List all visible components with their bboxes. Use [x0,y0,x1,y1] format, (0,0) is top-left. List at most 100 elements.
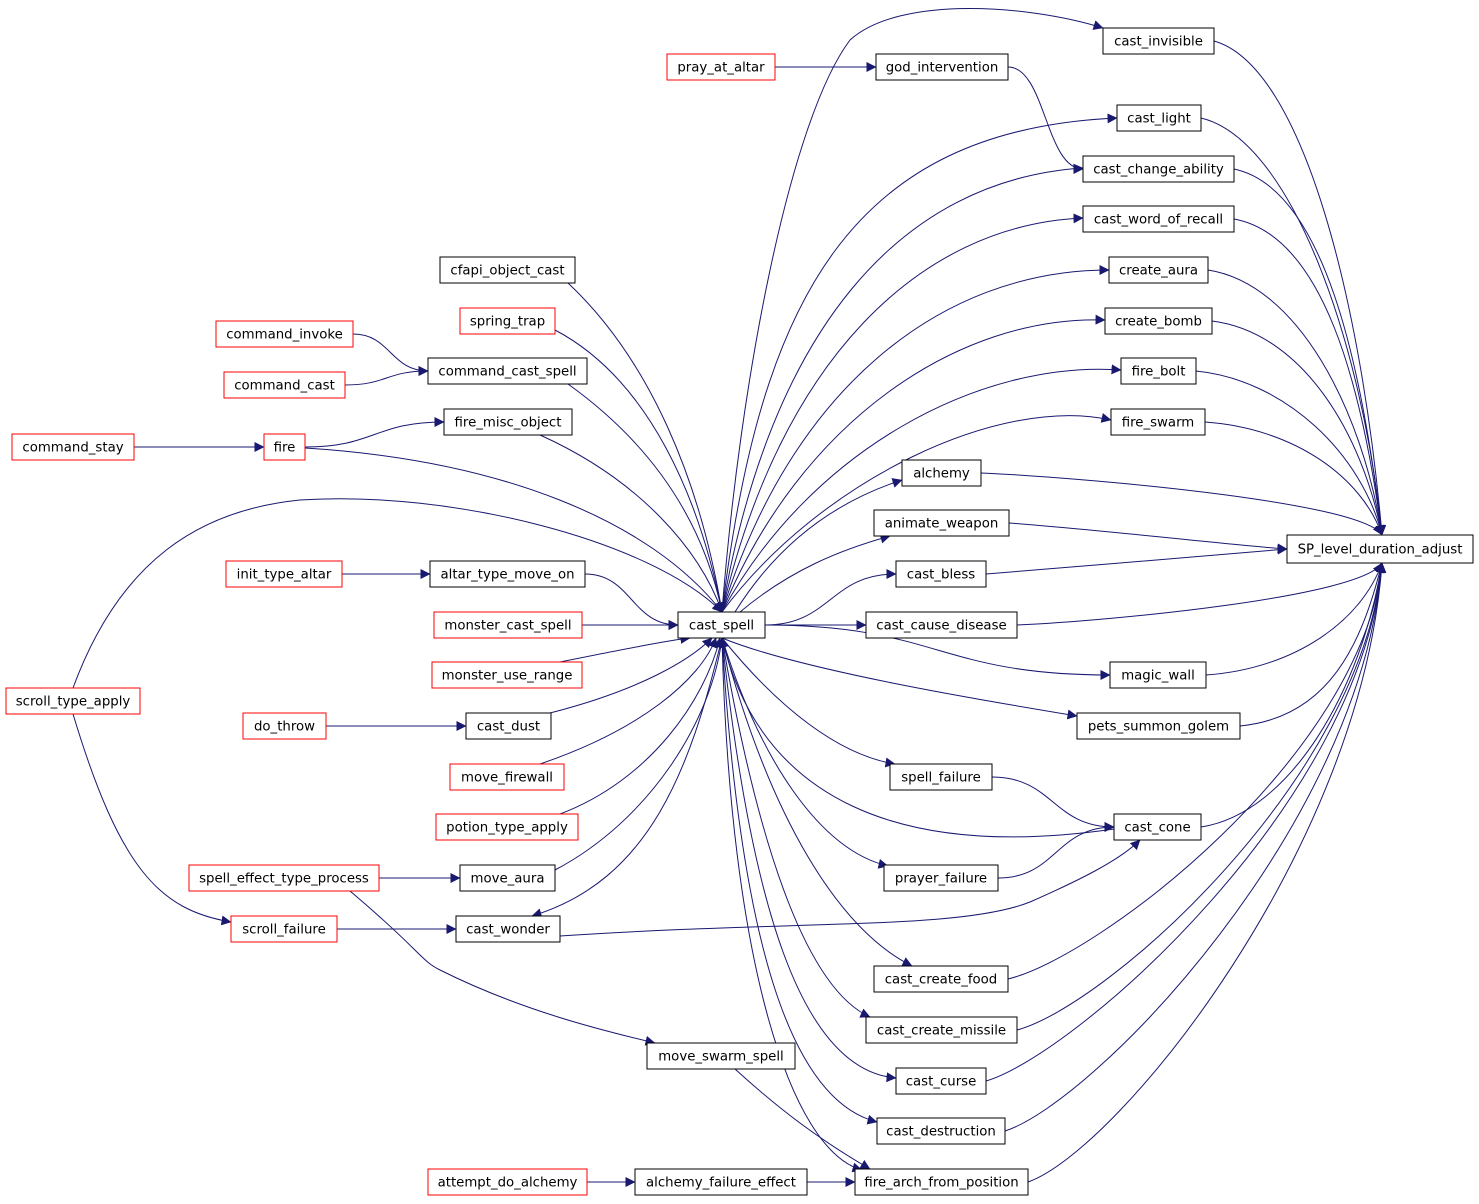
node-pets_summon_golem[interactable]: pets_summon_golem [1076,712,1241,740]
node-box-scroll_type_apply[interactable] [5,687,141,715]
node-box-cast_change_ability[interactable] [1082,155,1235,183]
node-command_cast[interactable]: command_cast [223,371,346,399]
node-scroll_failure[interactable]: scroll_failure [230,915,338,943]
node-box-create_aura[interactable] [1108,256,1209,284]
node-box-create_bomb[interactable] [1104,307,1213,335]
node-move_swarm_spell[interactable]: move_swarm_spell [646,1042,796,1070]
node-box-spell_failure[interactable] [889,763,993,791]
node-box-potion_type_apply[interactable] [435,813,579,841]
node-box-cast_bless[interactable] [895,560,987,588]
node-box-cfapi_object_cast[interactable] [439,256,576,284]
node-box-move_aura[interactable] [459,864,556,892]
node-move_firewall[interactable]: move_firewall [449,763,565,791]
node-box-fire_misc_object[interactable] [443,408,573,436]
node-box-do_throw[interactable] [242,712,327,740]
node-box-monster_cast_spell[interactable] [433,611,583,639]
node-animate_weapon[interactable]: animate_weapon [873,509,1010,537]
node-monster_use_range[interactable]: monster_use_range [431,661,583,689]
node-box-cast_cause_disease[interactable] [865,611,1018,639]
node-box-cast_cone[interactable] [1113,813,1202,841]
node-cast_cause_disease[interactable]: cast_cause_disease [865,611,1018,639]
node-prayer_failure[interactable]: prayer_failure [883,864,999,892]
node-spell_effect_type_process[interactable]: spell_effect_type_process [188,864,380,892]
node-box-magic_wall[interactable] [1109,661,1207,689]
node-spell_failure[interactable]: spell_failure [889,763,993,791]
node-spring_trap[interactable]: spring_trap [459,307,556,335]
node-box-scroll_failure[interactable] [230,915,338,943]
node-alchemy[interactable]: alchemy [901,459,982,487]
node-scroll_type_apply[interactable]: scroll_type_apply [5,687,141,715]
node-box-cast_create_missile[interactable] [865,1016,1018,1044]
node-box-cast_destruction[interactable] [876,1117,1006,1145]
node-box-pray_at_altar[interactable] [666,53,776,81]
node-box-fire_swarm[interactable] [1110,408,1206,436]
node-box-cast_invisible[interactable] [1102,27,1215,55]
node-fire_misc_object[interactable]: fire_misc_object [443,408,573,436]
node-attempt_do_alchemy[interactable]: attempt_do_alchemy [427,1168,588,1196]
node-box-move_firewall[interactable] [449,763,565,791]
node-box-fire[interactable] [263,433,306,461]
node-box-command_stay[interactable] [11,433,135,461]
node-move_aura[interactable]: move_aura [459,864,556,892]
node-box-cast_curse[interactable] [895,1067,987,1095]
node-altar_type_move_on[interactable]: altar_type_move_on [429,560,586,588]
node-cast_invisible[interactable]: cast_invisible [1102,27,1215,55]
node-box-cast_wonder[interactable] [455,915,561,943]
node-do_throw[interactable]: do_throw [242,712,327,740]
node-box-alchemy_failure_effect[interactable] [634,1168,808,1196]
node-command_invoke[interactable]: command_invoke [215,320,354,348]
node-pray_at_altar[interactable]: pray_at_altar [666,53,776,81]
node-cast_create_food[interactable]: cast_create_food [873,965,1009,993]
node-box-cast_create_food[interactable] [873,965,1009,993]
node-box-pets_summon_golem[interactable] [1076,712,1241,740]
node-box-spring_trap[interactable] [459,307,556,335]
node-command_cast_spell[interactable]: command_cast_spell [427,357,588,385]
node-monster_cast_spell[interactable]: monster_cast_spell [433,611,583,639]
node-create_aura[interactable]: create_aura [1108,256,1209,284]
node-box-fire_bolt[interactable] [1120,357,1197,385]
node-box-init_type_altar[interactable] [225,560,343,588]
node-cfapi_object_cast[interactable]: cfapi_object_cast [439,256,576,284]
node-cast_change_ability[interactable]: cast_change_ability [1082,155,1235,183]
node-box-command_cast[interactable] [223,371,346,399]
node-box-cast_light[interactable] [1116,104,1202,132]
node-cast_cone[interactable]: cast_cone [1113,813,1202,841]
node-box-spell_effect_type_process[interactable] [188,864,380,892]
node-potion_type_apply[interactable]: potion_type_apply [435,813,579,841]
node-fire[interactable]: fire [263,433,306,461]
node-god_intervention[interactable]: god_intervention [875,53,1009,81]
node-box-altar_type_move_on[interactable] [429,560,586,588]
node-cast_spell[interactable]: cast_spell [677,611,766,639]
node-box-attempt_do_alchemy[interactable] [427,1168,588,1196]
node-cast_word_of_recall[interactable]: cast_word_of_recall [1082,205,1235,233]
node-cast_create_missile[interactable]: cast_create_missile [865,1016,1018,1044]
node-cast_dust[interactable]: cast_dust [465,712,552,740]
node-box-fire_arch_from_position[interactable] [854,1168,1029,1196]
node-box-cast_spell[interactable] [677,611,766,639]
node-box-monster_use_range[interactable] [431,661,583,689]
node-box-move_swarm_spell[interactable] [646,1042,796,1070]
node-create_bomb[interactable]: create_bomb [1104,307,1213,335]
node-cast_bless[interactable]: cast_bless [895,560,987,588]
node-box-prayer_failure[interactable] [883,864,999,892]
node-alchemy_failure_effect[interactable]: alchemy_failure_effect [634,1168,808,1196]
node-cast_wonder[interactable]: cast_wonder [455,915,561,943]
node-fire_bolt[interactable]: fire_bolt [1120,357,1197,385]
node-box-SP_level_duration_adjust[interactable] [1286,534,1474,564]
node-cast_curse[interactable]: cast_curse [895,1067,987,1095]
node-fire_swarm[interactable]: fire_swarm [1110,408,1206,436]
node-cast_destruction[interactable]: cast_destruction [876,1117,1006,1145]
node-box-animate_weapon[interactable] [873,509,1010,537]
node-fire_arch_from_position[interactable]: fire_arch_from_position [854,1168,1029,1196]
node-init_type_altar[interactable]: init_type_altar [225,560,343,588]
node-box-command_cast_spell[interactable] [427,357,588,385]
node-cast_light[interactable]: cast_light [1116,104,1202,132]
node-box-cast_dust[interactable] [465,712,552,740]
node-command_stay[interactable]: command_stay [11,433,135,461]
node-box-alchemy[interactable] [901,459,982,487]
node-SP_level_duration_adjust[interactable]: SP_level_duration_adjust [1286,534,1474,564]
node-box-command_invoke[interactable] [215,320,354,348]
node-box-cast_word_of_recall[interactable] [1082,205,1235,233]
node-box-god_intervention[interactable] [875,53,1009,81]
node-magic_wall[interactable]: magic_wall [1109,661,1207,689]
